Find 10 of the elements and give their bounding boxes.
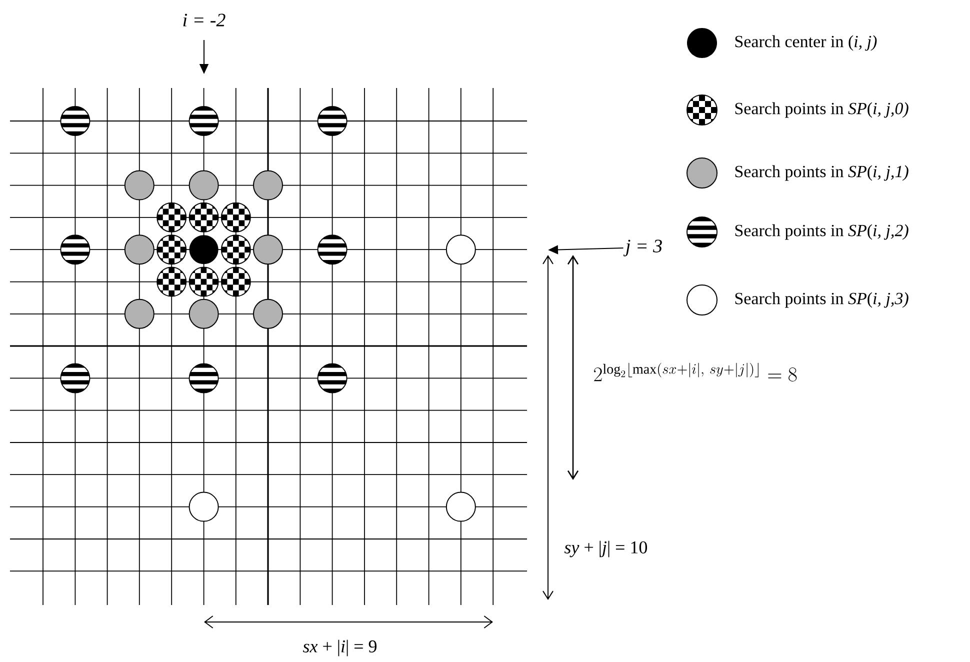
- dimension-label: $2^{\log_2\lfloor\max(sx+|i|,\ sy+|j|)\rfloor} = 8$: [594, 362, 797, 382]
- legend-text: Search points in SP(i, j,3): [735, 292, 908, 308]
- legend-text: Search points in SP(i, j,1): [735, 165, 908, 181]
- dimension-label: sy + |j| = 10: [564, 540, 648, 558]
- legend-text: Search center in (i, j): [735, 35, 877, 51]
- axis-label: j = 3: [623, 240, 662, 256]
- dimension-label: sx + |i| = 9: [302, 640, 377, 656]
- legend-text: Search points in SP(i, j,0): [735, 102, 908, 118]
- legend-text: Search points in SP(i, j,2): [735, 224, 908, 240]
- axis-label: i = -2: [183, 14, 226, 26]
